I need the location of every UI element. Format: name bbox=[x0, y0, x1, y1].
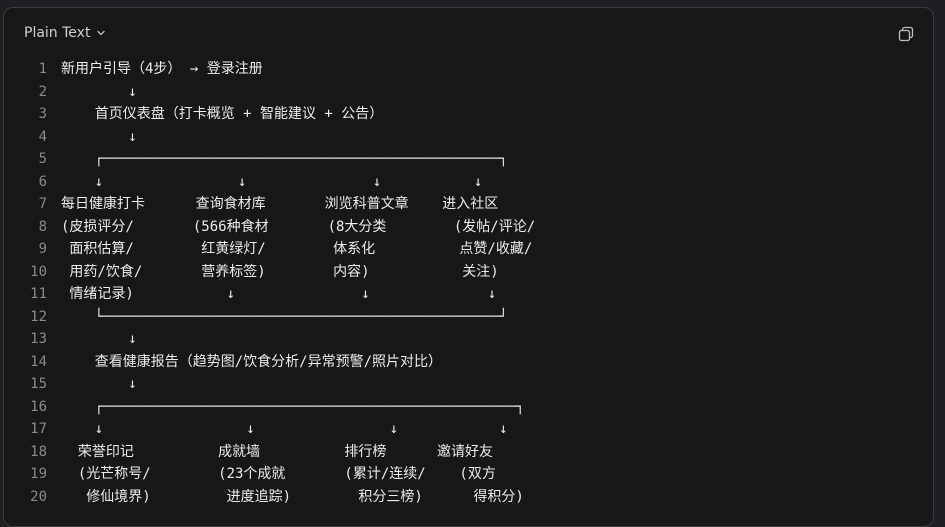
chevron-down-icon bbox=[96, 28, 106, 38]
line-number: 1 bbox=[38, 61, 47, 77]
line-text: 查看健康报告（趋势图/饮食分析/异常预警/照片对比） bbox=[61, 353, 442, 370]
line-number: 15 bbox=[30, 376, 47, 392]
code-line: 10 用药/饮食/ 营养标签) 内容) 关注) bbox=[4, 261, 933, 284]
copy-button[interactable] bbox=[897, 25, 915, 43]
line-text: ↓ bbox=[61, 83, 137, 100]
code-line: 11 情绪记录) ↓ ↓ ↓ bbox=[4, 283, 933, 306]
line-number: 16 bbox=[30, 398, 47, 415]
line-number: 12 bbox=[30, 308, 47, 325]
line-number: 18 bbox=[30, 443, 47, 460]
code-line: 18 荣誉印记 成就墙 排行榜 邀请好友 bbox=[4, 441, 933, 464]
line-text: 面积估算/ 红黄绿灯/ 体系化 点赞/收藏/ bbox=[61, 241, 533, 257]
line-text: 修仙境界) 进度追踪) 积分三榜) 得积分) bbox=[61, 488, 524, 505]
line-text: └───────────────────────────────────────… bbox=[61, 308, 508, 325]
line-text: (光芒称号/ (23个成就 (累计/连续/ (双方 bbox=[61, 466, 496, 482]
line-number: 3 bbox=[38, 106, 47, 122]
code-line: 20 修仙境界) 进度追踪) 积分三榜) 得积分) bbox=[4, 486, 933, 509]
line-number: 20 bbox=[30, 488, 47, 505]
line-text: 每日健康打卡 查询食材库 浏览科普文章 进入社区 bbox=[61, 196, 499, 212]
line-text: ↓ bbox=[61, 376, 137, 392]
line-text: 情绪记录) ↓ ↓ ↓ bbox=[61, 286, 497, 302]
code-line: 3 首页仪表盘（打卡概览 + 智能建议 + 公告） bbox=[4, 103, 933, 126]
line-text: ↓ bbox=[61, 331, 137, 347]
line-number: 11 bbox=[30, 286, 47, 302]
line-number: 7 bbox=[38, 196, 47, 212]
line-number: 17 bbox=[30, 421, 47, 437]
language-label: Plain Text bbox=[24, 25, 91, 41]
line-text: 首页仪表盘（打卡概览 + 智能建议 + 公告） bbox=[61, 106, 384, 122]
line-number: 4 bbox=[38, 128, 47, 145]
code-line: 2 ↓ bbox=[4, 81, 933, 104]
code-line: 9 面积估算/ 红黄绿灯/ 体系化 点赞/收藏/ bbox=[4, 238, 933, 261]
line-text: 用药/饮食/ 营养标签) 内容) 关注) bbox=[61, 263, 499, 280]
line-number: 8 bbox=[38, 218, 47, 235]
code-line: 14 查看健康报告（趋势图/饮食分析/异常预警/照片对比） bbox=[4, 351, 933, 374]
line-number: 14 bbox=[30, 353, 47, 370]
code-line: 6 ↓ ↓ ↓ ↓ bbox=[4, 171, 933, 194]
line-text: ┌───────────────────────────────────────… bbox=[61, 398, 525, 415]
line-text: ↓ ↓ ↓ ↓ bbox=[61, 421, 508, 437]
code-block-header: Plain Text bbox=[4, 8, 933, 58]
code-line: 5 ┌─────────────────────────────────────… bbox=[4, 148, 933, 171]
line-number: 9 bbox=[38, 241, 47, 257]
code-line: 19 (光芒称号/ (23个成就 (累计/连续/ (双方 bbox=[4, 463, 933, 486]
code-line: 16 ┌────────────────────────────────────… bbox=[4, 396, 933, 419]
line-text: ↓ ↓ ↓ ↓ bbox=[61, 173, 483, 190]
line-text: (皮损评分/ (566种食材 (8大分类 (发帖/评论/ bbox=[61, 218, 536, 235]
code-line: 4 ↓ bbox=[4, 126, 933, 149]
code-line: 12 └────────────────────────────────────… bbox=[4, 306, 933, 329]
line-text: ┌───────────────────────────────────────… bbox=[61, 151, 508, 167]
line-number: 2 bbox=[38, 83, 47, 100]
line-text: 新用户引导（4步） → 登录注册 bbox=[61, 61, 263, 77]
line-number: 19 bbox=[30, 466, 47, 482]
code-line: 1 新用户引导（4步） → 登录注册 bbox=[4, 58, 933, 81]
line-number: 6 bbox=[38, 173, 47, 190]
language-selector[interactable]: Plain Text bbox=[24, 25, 106, 41]
code-line: 8 (皮损评分/ (566种食材 (8大分类 (发帖/评论/ bbox=[4, 216, 933, 239]
code-line: 13 ↓ bbox=[4, 328, 933, 351]
line-number: 10 bbox=[30, 263, 47, 280]
line-number: 13 bbox=[30, 331, 47, 347]
line-number: 5 bbox=[38, 151, 47, 167]
line-text: 荣誉印记 成就墙 排行榜 邀请好友 bbox=[61, 443, 494, 460]
line-text: ↓ bbox=[61, 128, 137, 145]
copy-icon bbox=[897, 26, 915, 47]
code-line: 17 ↓ ↓ ↓ ↓ bbox=[4, 418, 933, 441]
code-line: 7 每日健康打卡 查询食材库 浏览科普文章 进入社区 bbox=[4, 193, 933, 216]
code-line: 15 ↓ bbox=[4, 373, 933, 396]
